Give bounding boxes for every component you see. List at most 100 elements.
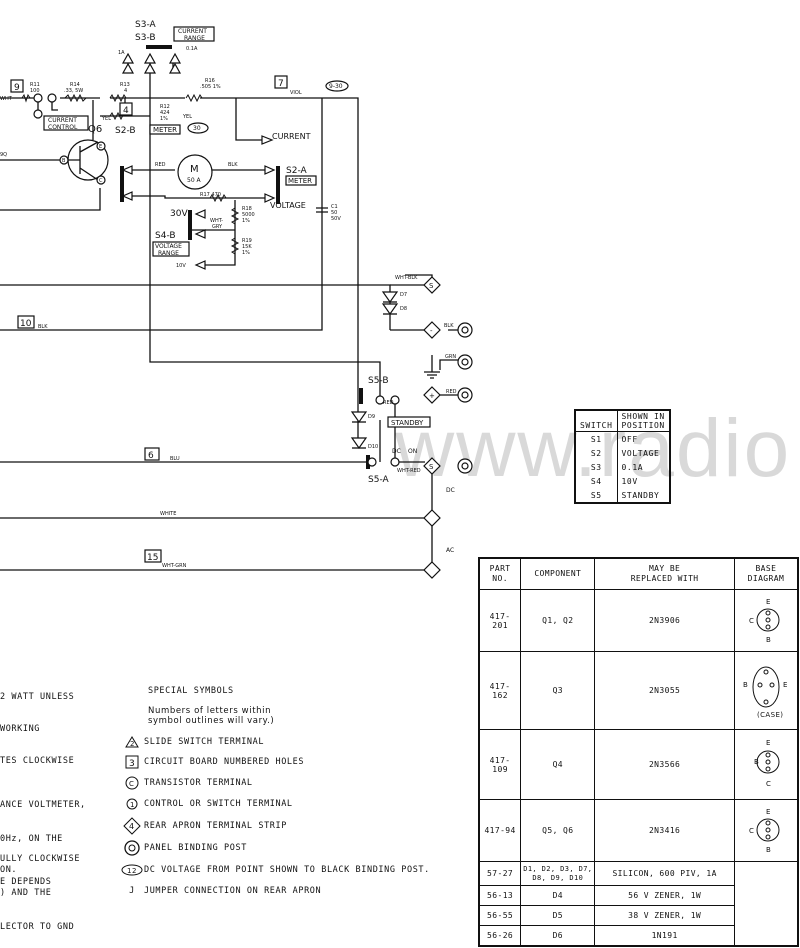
svg-text:CURRENT: CURRENT [178, 28, 207, 35]
svg-text:1%: 1% [242, 218, 250, 224]
svg-text:R13: R13 [120, 82, 130, 88]
note-line: 2 WATT UNLESS [0, 692, 75, 702]
ground-symbol [424, 355, 440, 379]
svg-text:B: B [754, 758, 759, 766]
svg-text:9: 9 [14, 83, 20, 93]
svg-text:R19: R19 [242, 238, 252, 244]
svg-text:.33, 5W: .33, 5W [64, 88, 83, 94]
legend-item: C TRANSISTOR TERMINAL [120, 775, 253, 791]
svg-text:15: 15 [147, 553, 158, 563]
svg-text:R12: R12 [160, 104, 170, 110]
svg-text:10V: 10V [176, 263, 186, 269]
svg-text:E: E [766, 739, 771, 747]
parts-header-part: PART NO. [478, 557, 522, 590]
svg-text:C: C [766, 780, 771, 788]
svg-text:RANGE: RANGE [158, 250, 179, 257]
svg-text:WHT-RED: WHT-RED [397, 468, 421, 474]
svg-text:E: E [99, 144, 102, 150]
base-diagram-to92b-icon: E B C [733, 729, 799, 800]
svg-text:S5-B: S5-B [368, 376, 389, 386]
svg-text:CONTROL: CONTROL [48, 124, 78, 131]
svg-text:CURRENT: CURRENT [48, 117, 77, 124]
wire-color-labels: VIOL YEL YEL RED BLK WHT-BLK BLK BLK GRN… [0, 90, 457, 569]
svg-text:30: 30 [193, 125, 201, 132]
svg-text:GRY: GRY [212, 224, 223, 230]
legend-note: Numbers of letters within symbol outline… [148, 706, 275, 726]
legend-item: J JUMPER CONNECTION ON REAR APRON [120, 883, 321, 899]
svg-text:S2-B: S2-B [115, 126, 136, 136]
note-line: TES CLOCKWISE [0, 756, 75, 766]
svg-text:S: S [429, 463, 434, 471]
parts-header-replacement: MAY BE REPLACED WITH [594, 557, 735, 590]
capacitor-c1 [316, 207, 328, 213]
note-line: LECTOR TO GND [0, 922, 75, 932]
svg-text:6: 6 [148, 451, 154, 461]
top-wires [0, 60, 465, 571]
svg-text:15K: 15K [242, 244, 252, 250]
svg-text:9-30: 9-30 [329, 83, 343, 90]
svg-text:S: S [429, 282, 434, 290]
svg-text:B: B [766, 636, 771, 644]
svg-text:424: 424 [160, 110, 170, 116]
svg-text:1%: 1% [160, 116, 168, 122]
svg-text:30V: 30V [170, 209, 188, 219]
meter: M 50 A [177, 154, 213, 190]
svg-text:YEL: YEL [101, 116, 111, 122]
svg-text:B: B [766, 846, 771, 854]
svg-text:VIOL: VIOL [290, 90, 302, 96]
binding-posts [457, 322, 473, 474]
svg-text:RANGE: RANGE [184, 35, 205, 42]
square-hole-icon: 3 [120, 754, 144, 770]
parts-table: PART NO. COMPONENT MAY BE REPLACED WITH … [478, 557, 799, 947]
svg-text:YEL: YEL [182, 114, 192, 120]
svg-text:S2-A: S2-A [286, 166, 307, 176]
svg-text:4: 4 [124, 88, 127, 94]
svg-text:.505 1%: .505 1% [200, 84, 221, 90]
svg-text:-: - [430, 327, 433, 335]
switch-terminals [33, 80, 400, 467]
meter-value: 50 A [187, 177, 202, 184]
svg-text:2: 2 [130, 740, 135, 748]
svg-text:R18: R18 [242, 206, 252, 212]
svg-text:BLU: BLU [170, 456, 180, 462]
svg-text:C1: C1 [331, 204, 338, 210]
note-line: ) AND THE [0, 888, 52, 898]
svg-text:50V: 50V [331, 216, 341, 222]
svg-text:3: 3 [129, 759, 135, 769]
circle-transistor-icon: C [120, 775, 144, 791]
svg-text:+: + [429, 392, 435, 400]
svg-text:S5-A: S5-A [368, 475, 389, 485]
svg-text:AC: AC [446, 547, 454, 554]
parts-header-component: COMPONENT [520, 557, 596, 590]
circle-control-icon: 1 [120, 796, 144, 812]
legend-item: 12 DC VOLTAGE FROM POINT SHOWN TO BLACK … [120, 862, 430, 878]
circuit-board-holes: 9 4 7 10 6 15 9-30 30 [10, 75, 343, 563]
svg-text:10: 10 [20, 319, 32, 329]
legend-item: 2 SLIDE SWITCH TERMINAL [120, 734, 264, 750]
svg-text:E: E [766, 598, 771, 606]
svg-text:R14: R14 [70, 82, 80, 88]
dc-voltage-icon: 12 [120, 862, 144, 878]
svg-text:GRN: GRN [445, 354, 456, 360]
parts-header-base: BASE DIAGRAM [733, 557, 799, 590]
note-line: E DEPENDS [0, 877, 52, 887]
svg-text:12: 12 [127, 867, 137, 875]
switch-labels: S3-A S3-B S2-B S2-A S4-B S5-B S5-A CURRE… [115, 20, 455, 554]
svg-text:R17 470: R17 470 [200, 192, 221, 198]
svg-text:VOLTAGE: VOLTAGE [270, 201, 306, 210]
svg-text:4: 4 [129, 822, 135, 831]
sw-header-switch: SWITCH [575, 410, 617, 432]
svg-text:E: E [766, 808, 771, 816]
svg-text:7: 7 [278, 79, 284, 89]
